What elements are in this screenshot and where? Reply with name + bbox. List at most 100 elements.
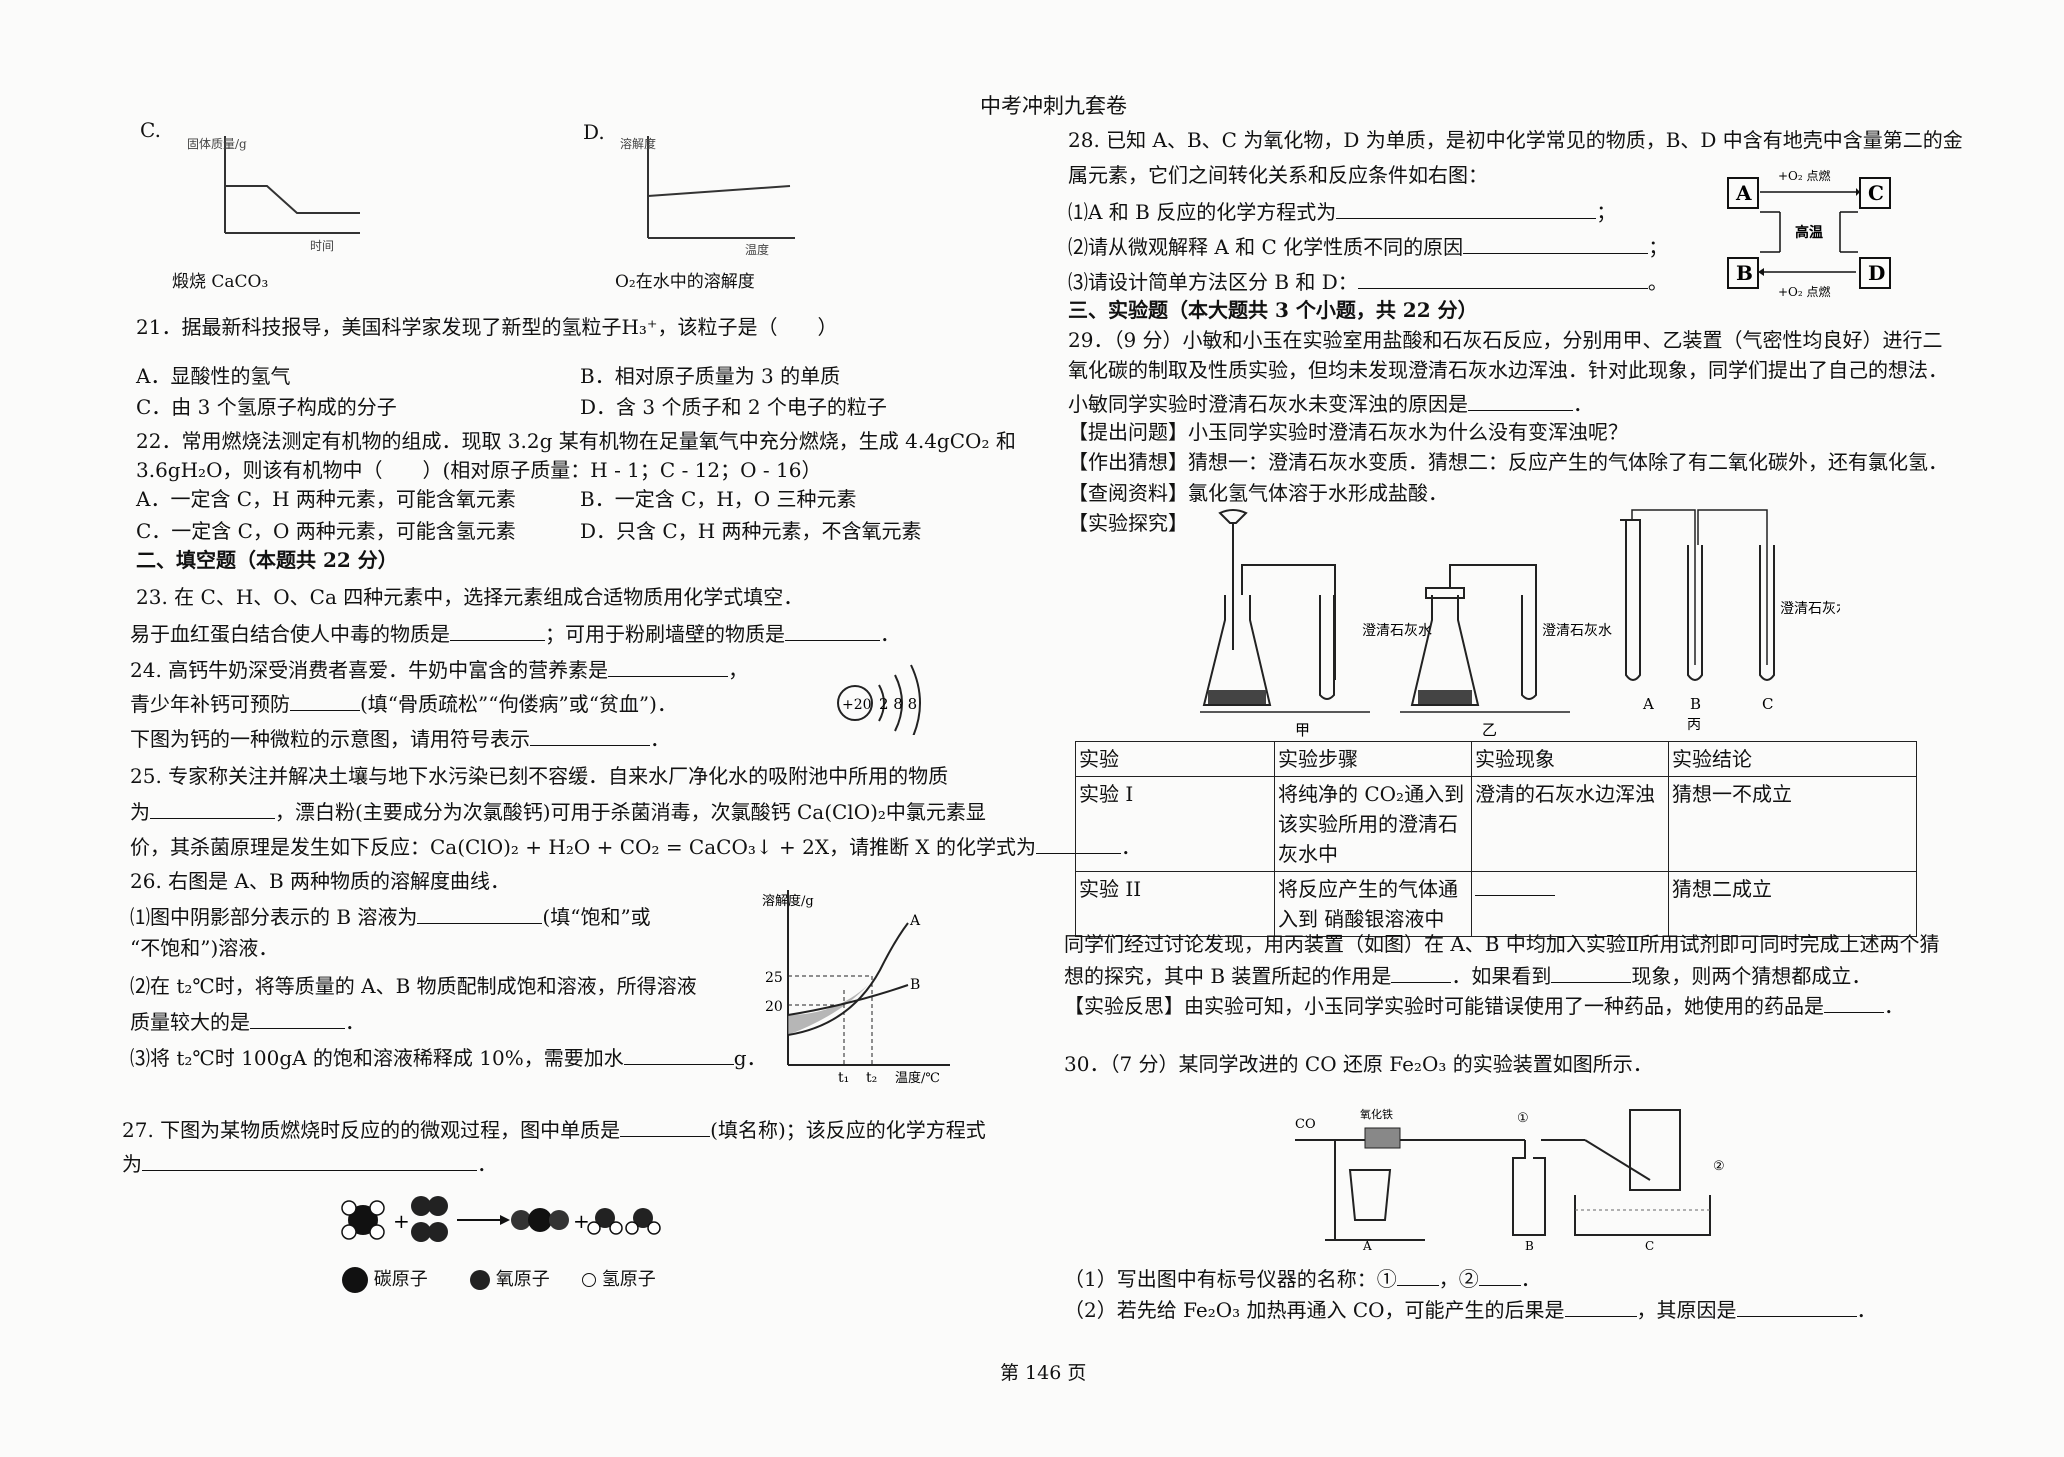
q29-stem-2: 氧化碳的制取及性质实验，但均未发现澄清石灰水边浑浊．针对此现象，同学们提出了自己… xyxy=(1068,358,1948,382)
label-1: ① xyxy=(1517,1111,1529,1126)
page-header: 中考冲刺九套卷 xyxy=(980,94,1127,118)
table-cell xyxy=(1471,871,1669,937)
q28-stem-1: 28. 已知 A、B、C 为氧化物，D 为单质，是初中化学常见的物质，B、D 中… xyxy=(1068,128,1963,152)
q23-stem: 23. 在 C、H、O、Ca 四种元素中，选择元素组成合适物质用化学式填空． xyxy=(136,585,804,609)
q29-guess: 【作出猜想】猜想一：澄清石灰水变质．猜想二：反应产生的气体除了有二氧化碳外，还有… xyxy=(1068,450,1948,474)
q22-option-c: C．一定含 C，O 两种元素，可能含氢元素 xyxy=(136,519,516,543)
q30-blank-1[interactable] xyxy=(1396,1265,1439,1286)
q29-blank-1[interactable] xyxy=(1468,390,1573,411)
flow-d: D xyxy=(1868,261,1885,285)
q30-part-2: （2）若先给 Fe₂O₃ 加热再通入 CO，可能产生的后果是，其原因是． xyxy=(1064,1296,1877,1322)
app-c-label: C xyxy=(1645,1239,1654,1252)
q28-part-1: ⑴A 和 B 反应的化学方程式为； xyxy=(1068,198,1617,224)
q26-part-1c: “不饱和”)溶液． xyxy=(130,936,279,960)
page-footer: 第 146 页 xyxy=(1000,1362,1087,1384)
q29-after-2: 想的探究，其中 B 装置所起的作用是．如果看到现象，则两个猜想都成立． xyxy=(1064,962,1872,988)
caption-calcination: 煅烧 CaCO₃ xyxy=(172,272,269,292)
fe2o3-label: 氧化铁 xyxy=(1360,1107,1393,1121)
calcium-ion-diagram: +20 2 8 8 xyxy=(837,664,921,735)
sol-y25: 25 xyxy=(765,970,783,986)
q27-blank-2[interactable] xyxy=(142,1150,477,1171)
q30-part-1: （1）写出图中有标号仪器的名称：①，②． xyxy=(1064,1265,1541,1291)
q21-option-c: C．由 3 个氢原子构成的分子 xyxy=(136,395,397,419)
table-header-cell: 实验步骤 xyxy=(1274,741,1472,777)
q28-part-2: ⑵请从微观解释 A 和 C 化学性质不同的原因； xyxy=(1068,233,1669,259)
svg-text:+: + xyxy=(573,1209,590,1233)
graph-d-ylabel: 溶解度 xyxy=(620,136,656,151)
graph-c-xlabel: 时间 xyxy=(310,239,334,253)
limewater-label-1: 澄清石灰水 xyxy=(1362,623,1432,639)
q26-blank-3[interactable] xyxy=(623,1044,734,1065)
q28-blank-1[interactable] xyxy=(1336,198,1597,219)
q28-blank-2[interactable] xyxy=(1463,233,1649,254)
table-row: 实验 II 将反应产生的气体通入到 硝酸银溶液中 猜想二成立 xyxy=(1075,871,1917,937)
q26-part-2b: 质量较大的是． xyxy=(130,1008,365,1034)
q24-blank-3[interactable] xyxy=(530,725,650,746)
table-cell: 将纯净的 CO₂通入到该实验所用的澄清石灰水中 xyxy=(1274,776,1472,872)
table-cell: 将反应产生的气体通入到 硝酸银溶液中 xyxy=(1274,871,1472,937)
q27-line-1: 27. 下图为某物质燃烧时反应的的微观过程，图中单质是(填名称)；该反应的化学方… xyxy=(122,1116,986,1142)
q25-line-2: 为，漂白粉(主要成分为次氯酸钙)可用于杀菌消毒，次氯酸钙 Ca(ClO)₂中氯元… xyxy=(130,798,986,824)
sol-t1: t₁ xyxy=(838,1070,849,1086)
solubility-curve-graph: 溶解度/g 25 20 A B t₁ t₂ 温度/℃ xyxy=(762,890,950,1086)
q22-option-a: A．一定含 C，H 两种元素，可能含氧元素 xyxy=(136,487,516,511)
section-2-title: 二、填空题（本题共 22 分） xyxy=(136,548,398,572)
table-header-row: 实验 实验步骤 实验现象 实验结论 xyxy=(1075,741,1917,777)
q23-blank-2[interactable] xyxy=(785,620,880,641)
q24-blank-1[interactable] xyxy=(608,656,729,677)
section-3-title: 三、实验题（本大题共 3 个小题，共 22 分） xyxy=(1068,298,1478,322)
q29-blank-2[interactable] xyxy=(1391,962,1452,983)
q22-option-d: D．只含 C，H 两种元素，不含氧元素 xyxy=(580,519,922,543)
apparatus-bing-label: 丙 xyxy=(1687,717,1701,733)
table-cell: 澄清的石灰水边浑浊 xyxy=(1471,776,1669,872)
q24-blank-2[interactable] xyxy=(290,690,360,711)
option-c-label: C. xyxy=(140,118,161,142)
q29-ask: 【提出问题】小玉同学实验时澄清石灰水为什么没有变浑浊呢？ xyxy=(1068,420,1628,444)
app-a-label: A xyxy=(1362,1239,1372,1252)
table-header-cell: 实验 xyxy=(1075,741,1275,777)
legend-oxygen: 氧原子 xyxy=(470,1269,550,1291)
oxygen-atom-icon xyxy=(470,1270,490,1290)
experiment-table: 实验 实验步骤 实验现象 实验结论 实验 I 将纯净的 CO₂通入到该实验所用的… xyxy=(1075,741,1917,937)
q22-stem-1: 22．常用燃烧法测定有机物的组成．现取 3.2g 某有机物在足量氧气中充分燃烧，… xyxy=(136,429,1016,453)
sol-y20: 20 xyxy=(765,999,783,1015)
graph-c-ylabel: 固体质量/g xyxy=(187,137,247,151)
apparatus-yi-label: 乙 xyxy=(1482,721,1497,737)
q28-part-3: ⑶请设计简单方法区分 B 和 D：。 xyxy=(1068,268,1668,294)
q29-reflect: 【实验反思】由实验可知，小玉同学实验时可能错误使用了一种药品，她使用的药品是． xyxy=(1064,992,1904,1018)
table-cell: 猜想二成立 xyxy=(1668,871,1917,937)
ion-shells: 2 8 8 xyxy=(879,695,917,713)
q24-line-1: 24. 高钙牛奶深受消费者喜爱．牛奶中富含的营养素是， xyxy=(130,656,749,682)
q30-blank-2[interactable] xyxy=(1478,1265,1521,1286)
micro-reaction-diagram: + + xyxy=(341,1196,661,1242)
graph-d-xlabel: 温度 xyxy=(745,242,769,257)
flow-b: B xyxy=(1736,261,1753,285)
table-blank[interactable] xyxy=(1475,875,1555,896)
sol-curve-a: A xyxy=(909,913,921,929)
q29-stem-3: 小敏同学实验时澄清石灰水未变浑浊的原因是． xyxy=(1068,390,1593,416)
tube-c-label: C xyxy=(1762,695,1773,713)
q25-blank-1[interactable] xyxy=(150,798,275,819)
q23-blank-1[interactable] xyxy=(450,620,545,641)
apparatus-jia-label: 甲 xyxy=(1295,721,1310,737)
q29-blank-4[interactable] xyxy=(1824,992,1884,1013)
table-cell: 猜想一不成立 xyxy=(1668,776,1917,872)
q30-blank-4[interactable] xyxy=(1736,1296,1857,1317)
co-reduction-apparatus: CO 氧化铁 ① ② A B C xyxy=(1295,1107,1725,1252)
q26-blank-2[interactable] xyxy=(250,1008,345,1029)
q29-blank-3[interactable] xyxy=(1551,962,1632,983)
label-2: ② xyxy=(1713,1159,1725,1174)
tube-a-label: A xyxy=(1642,695,1654,713)
q28-blank-3[interactable] xyxy=(1357,268,1648,289)
limewater-label-2: 澄清石灰水 xyxy=(1542,623,1612,639)
apparatus-jia-yi-bing: 澄清石灰水 甲 澄清石灰水 乙 澄清石灰水 A B C 丙 xyxy=(1200,509,1840,737)
q24-line-3: 下图为钙的一种微粒的示意图，请用符号表示． xyxy=(130,725,670,751)
carbon-atom-icon xyxy=(342,1267,368,1293)
q26-blank-1[interactable] xyxy=(417,903,543,924)
table-cell: 实验 I xyxy=(1075,776,1275,872)
q27-blank-1[interactable] xyxy=(620,1116,711,1137)
q30-blank-3[interactable] xyxy=(1564,1296,1637,1317)
sol-t2: t₂ xyxy=(866,1070,877,1086)
q29-explore: 【实验探究】 xyxy=(1068,511,1188,535)
